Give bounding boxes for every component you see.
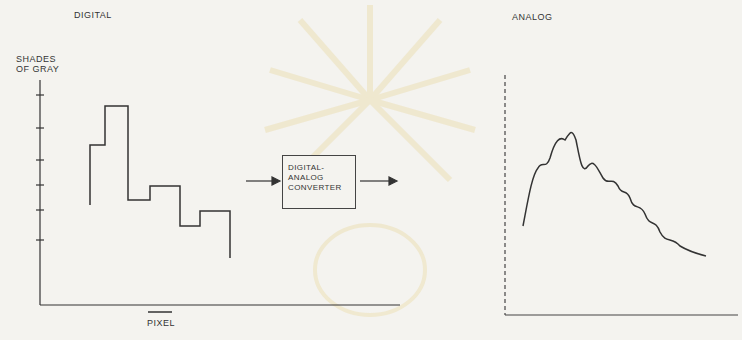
- box-text: DIGITAL-ANALOG CONVERTER: [288, 163, 350, 193]
- pixel-mark: [148, 311, 172, 313]
- analog-signal: [523, 132, 706, 256]
- analog-axes: [505, 75, 738, 315]
- axis-label: ANALOG: [512, 12, 553, 22]
- converter-box: DIGITAL-ANALOG CONVERTER: [282, 155, 356, 209]
- axis-label: SHADES OF GRAY: [16, 54, 68, 75]
- axis-label: PIXEL: [147, 318, 175, 328]
- digital-axes: [36, 80, 400, 305]
- axis-label: DIGITAL: [74, 10, 112, 20]
- step-signal: [90, 106, 230, 258]
- watermark: [265, 5, 475, 315]
